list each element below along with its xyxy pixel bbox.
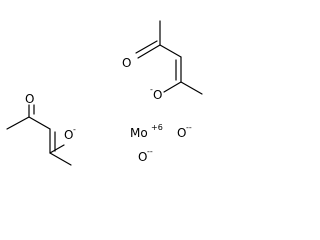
- oxide-charge-right: --: [186, 123, 192, 132]
- bond-enolc-o-lower: [49, 144, 65, 154]
- chemical-structure-diagram: O - O O O - Mo +6 O -- O --: [6, 20, 203, 166]
- bond-carbonyl-ch-lower: [28, 116, 51, 130]
- enolate-charge-lower: -: [73, 125, 76, 134]
- keto-oxygen-lower: O: [25, 92, 34, 106]
- enolate-charge-upper: -: [150, 85, 153, 94]
- oxide-ion-bottom: O: [138, 150, 147, 164]
- bond-enolc-methyl-lower: [49, 152, 72, 166]
- enolate-oxygen-lower: O: [64, 128, 73, 142]
- molybdenum-atom: Mo: [130, 126, 148, 140]
- oxide-charge-bottom: --: [147, 147, 153, 156]
- bond-carbonyl-ch-upper: [159, 44, 182, 58]
- bond-methyl-carbonyl-lower: [6, 116, 30, 130]
- enolate-oxygen-upper: O: [153, 88, 162, 102]
- molybdenum-charge: +6: [151, 123, 163, 132]
- metal-and-oxides: Mo +6 O -- O --: [130, 123, 192, 164]
- acac-ligand-upper: O - O: [122, 20, 203, 102]
- bond-carbonyl-o-upper-b: [135, 40, 158, 54]
- bond-enolc-o-upper: [163, 81, 182, 93]
- bond-carbonyl-o-upper-a: [137, 44, 161, 59]
- keto-oxygen-upper: O: [122, 56, 131, 70]
- oxide-ion-right: O: [177, 126, 186, 140]
- acac-ligand-lower: O O -: [6, 92, 76, 166]
- bond-enolc-methyl-upper: [180, 81, 203, 95]
